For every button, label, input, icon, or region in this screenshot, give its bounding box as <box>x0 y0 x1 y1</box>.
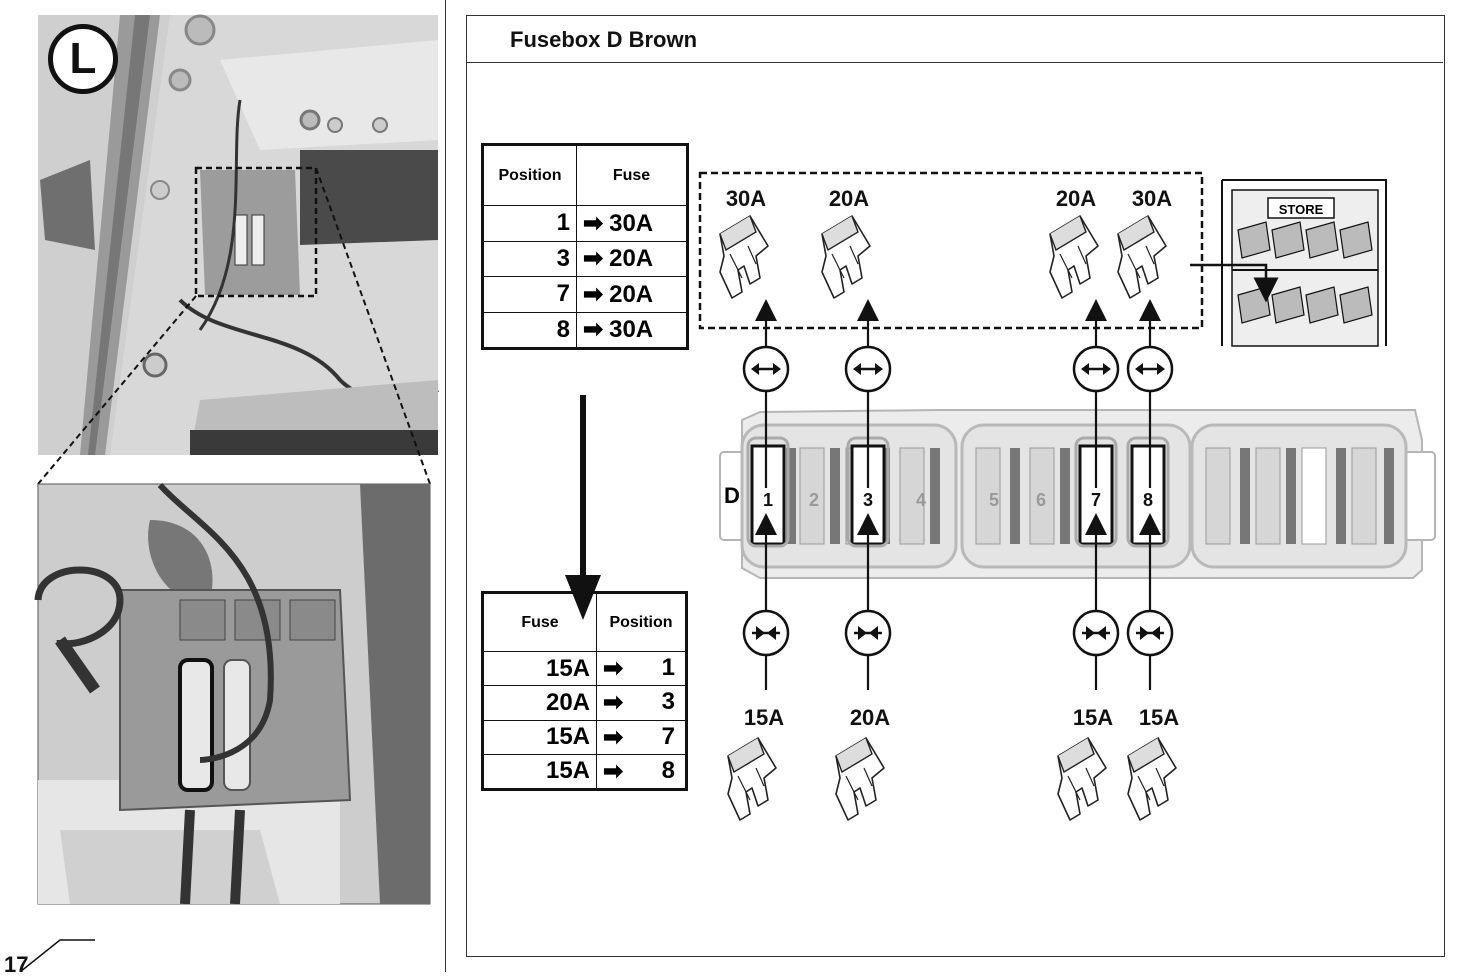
slot-number: 6 <box>1036 490 1046 510</box>
pull-out-icon <box>1126 345 1174 393</box>
right-arrow-icon: ➡ <box>583 316 604 344</box>
panel-divider <box>445 0 446 972</box>
remove-table-header-fuse: Fuse <box>576 144 687 207</box>
install-row-position: 1 <box>661 654 675 682</box>
left-panel: L 17 <box>0 0 445 977</box>
remove-table-header-position: Position <box>483 144 577 207</box>
push-in-icon <box>742 609 790 657</box>
diagram-title: Fusebox D Brown <box>510 27 698 52</box>
install-table: Fuse Position 15A➡1 20A➡3 15A➡7 15A➡8 <box>481 591 688 791</box>
vehicle-illustration <box>19 14 439 973</box>
fusebox-body <box>719 409 1436 579</box>
right-arrow-icon: ➡ <box>603 723 624 751</box>
remove-table: Position Fuse 1➡30A 3➡20A 7➡20A 8➡30A <box>481 143 689 350</box>
installed-fuse-label: 15A <box>744 705 784 730</box>
removed-fuse-label: 30A <box>726 186 766 211</box>
pull-out-icon <box>742 345 790 393</box>
install-row-position: 8 <box>661 756 675 784</box>
fusebox-letter: D <box>724 483 740 508</box>
install-row-fuse: 15A <box>483 753 597 790</box>
right-arrow-icon: ➡ <box>603 655 624 683</box>
slot-number: 1 <box>763 490 773 510</box>
install-row-fuse: 20A <box>483 685 597 721</box>
remove-row-position: 8 <box>483 311 577 349</box>
remove-row-fuse: 30A <box>609 209 654 237</box>
remove-row-fuse: 20A <box>609 280 654 308</box>
fuse-icon <box>1049 215 1099 299</box>
store-label: STORE <box>1279 202 1324 217</box>
remove-row-position: 1 <box>483 205 577 242</box>
push-in-icon <box>1126 609 1174 657</box>
fuse-icon <box>835 737 885 821</box>
fuse-icon <box>821 215 871 299</box>
removed-fuse-area <box>698 171 1204 330</box>
right-arrow-icon: ➡ <box>603 757 624 785</box>
slot-number: 4 <box>916 490 926 510</box>
install-table-header-position: Position <box>596 592 686 653</box>
panel-label: L <box>48 24 118 94</box>
slot-number: 3 <box>863 490 873 510</box>
right-arrow-icon: ➡ <box>583 209 604 237</box>
slot-number: 8 <box>1143 490 1153 510</box>
fuse-icon <box>1117 215 1167 299</box>
fuse-icon <box>1057 737 1107 821</box>
remove-row-fuse: 30A <box>609 316 654 344</box>
fuse-icon <box>727 737 777 821</box>
installed-fuse-label: 15A <box>1139 705 1179 730</box>
installed-fuse-label: 20A <box>850 705 890 730</box>
removed-fuse-label: 20A <box>829 186 869 211</box>
slot-number: 2 <box>809 490 819 510</box>
slot-number: 7 <box>1091 490 1101 510</box>
installed-fuse-label: 15A <box>1073 705 1113 730</box>
fuse-icon <box>1127 737 1177 821</box>
removed-fuse-label: 20A <box>1056 186 1096 211</box>
panel-label-text: L <box>69 34 97 83</box>
remove-row-fuse: 20A <box>609 245 654 273</box>
storage-cabinet: STORE <box>1221 179 1387 347</box>
push-in-icon <box>844 609 892 657</box>
title-bar <box>466 15 1443 63</box>
install-row-position: 7 <box>661 722 675 750</box>
right-arrow-icon: ➡ <box>603 689 624 717</box>
right-arrow-icon: ➡ <box>583 280 604 308</box>
slot-number: 5 <box>989 490 999 510</box>
store-arrow <box>1190 263 1279 303</box>
install-row-position: 3 <box>661 688 675 716</box>
removed-fuse-label: 30A <box>1132 186 1172 211</box>
down-arrow-head-icon <box>565 575 601 620</box>
content-frame <box>466 15 1445 957</box>
pull-out-icon <box>1072 345 1120 393</box>
fuse-icon <box>719 215 769 299</box>
pull-out-icon <box>844 345 892 393</box>
right-arrow-icon: ➡ <box>583 245 604 273</box>
push-in-icon <box>1072 609 1120 657</box>
